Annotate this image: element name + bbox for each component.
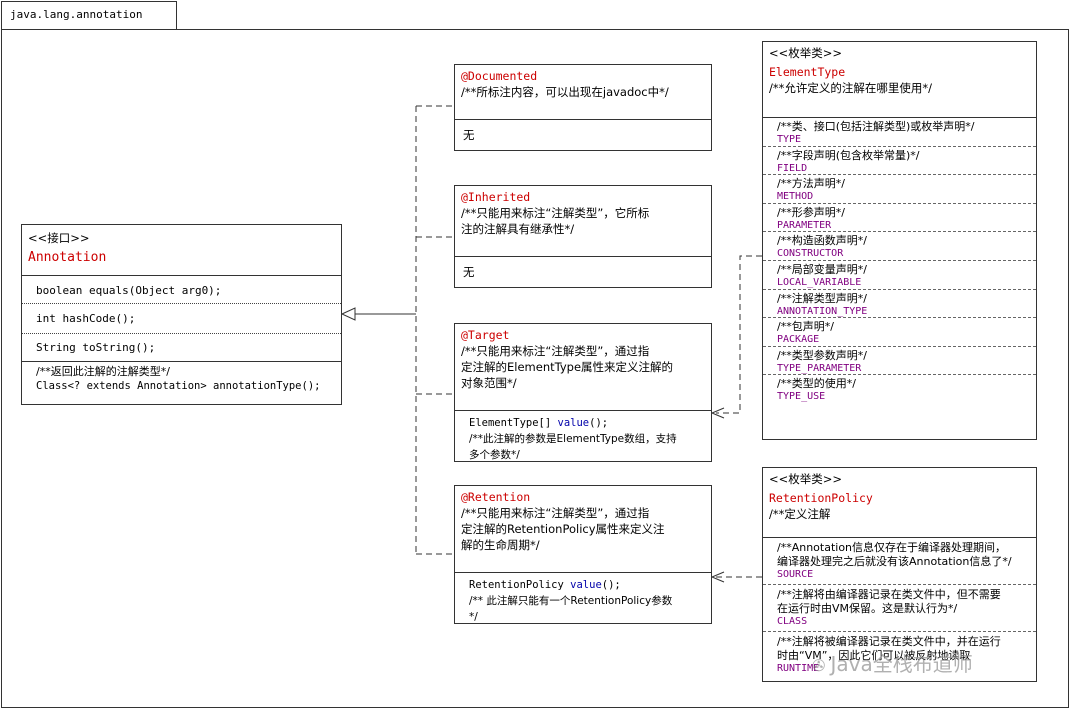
target-comment-line2: 定注解的ElementType属性来定义注解的 — [461, 360, 674, 374]
element-type-constant: /**类、接口(包括注解类型)或枚举声明*/TYPE — [763, 118, 1036, 147]
element-type-constant-comment: /**包声明*/ — [777, 320, 834, 334]
retention-policy-constant-name: SOURCE — [777, 569, 814, 580]
documented-body: 无 — [463, 128, 475, 142]
retention-policy-constant-comment-line2: 编译器处理完之后就没有该Annotation信息了*/ — [777, 555, 1012, 568]
element-type-constant-name: TYPE — [777, 134, 802, 145]
retention-name: @Retention — [461, 490, 531, 504]
documented-name: @Documented — [461, 69, 538, 83]
retention-policy-constant-comment-line2: 在运行时由VM保留。这是默认行为*/ — [777, 602, 958, 615]
retention-value-signature: RetentionPolicy value(); — [469, 579, 621, 591]
retention-policy-name: RetentionPolicy — [769, 491, 873, 505]
inherited-box: @Inherited /**只能用来标注“注解类型”，它所标 注的注解具有继承性… — [454, 185, 712, 288]
inherited-comment-line2: 注的注解具有继承性*/ — [461, 222, 575, 236]
annotation-interface-box: <<接口>> Annotation boolean equals(Object … — [21, 224, 342, 405]
method-equals: boolean equals(Object arg0); — [22, 276, 341, 304]
element-type-constant-comment: /**类型的使用*/ — [777, 377, 856, 391]
target-arrowhead — [710, 407, 725, 419]
retention-policy-constant-comment-line1: /**注解将被编译器记录在类文件中，并在运行 — [777, 635, 1001, 648]
retention-box: @Retention /**只能用来标注“注解类型”，通过指 定注解的Reten… — [454, 485, 712, 624]
package-name: java.lang.annotation — [10, 8, 143, 21]
method-hashcode: int hashCode(); — [22, 304, 341, 334]
retention-value-comment-line1: /** 此注解只能有一个RetentionPolicy参数 — [469, 595, 673, 607]
retention-comment-line1: /**只能用来标注“注解类型”，通过指 — [461, 506, 650, 520]
element-type-constant-comment: /**局部变量声明*/ — [777, 262, 867, 276]
target-comment-line3: 对象范围*/ — [461, 376, 517, 390]
documented-box: @Documented /**所标注内容，可以出现在javadoc中*/ 无 — [454, 64, 712, 151]
retention-policy-constant-name: CLASS — [777, 616, 808, 627]
element-type-comment: /**允许定义的注解在哪里使用*/ — [769, 81, 932, 95]
element-type-constant: /**包声明*/PACKAGE — [763, 318, 1036, 347]
element-type-constant-name: PACKAGE — [777, 334, 820, 346]
element-type-constants: /**类、接口(包括注解类型)或枚举声明*/TYPE/**字段声明(包含枚举常量… — [763, 118, 1036, 404]
element-type-constant-comment: /**注解类型声明*/ — [777, 291, 867, 305]
element-type-constant-name: ANNOTATION_TYPE — [777, 305, 868, 317]
element-type-constant-comment: /**类、接口(包括注解类型)或枚举声明*/ — [777, 120, 975, 133]
element-type-constant: /**注解类型声明*/ANNOTATION_TYPE — [763, 290, 1036, 319]
inherited-body: 无 — [463, 265, 475, 279]
retention-policy-constant-comment-line2: 时由“VM”，因此它们可以被反射地读取 — [777, 649, 971, 662]
element-type-stereotype: <<枚举类>> — [769, 46, 843, 60]
annotation-type-method: Class<? extends Annotation> annotationTy… — [36, 380, 321, 392]
element-type-constant-name: METHOD — [777, 191, 814, 203]
element-type-constant-comment: /**形参声明*/ — [777, 205, 845, 219]
element-type-constant-name: TYPE_USE — [777, 391, 826, 403]
element-type-constant-name: FIELD — [777, 162, 808, 174]
target-comment-line1: /**只能用来标注“注解类型”，通过指 — [461, 344, 650, 358]
element-type-constant-name: LOCAL_VARIABLE — [777, 276, 862, 288]
element-type-constant: /**局部变量声明*/LOCAL_VARIABLE — [763, 261, 1036, 290]
target-value-comment-line1: /**此注解的参数是ElementType数组，支持 — [469, 433, 677, 445]
retention-policy-enum-box: <<枚举类>> RetentionPolicy /**定义注解 /**Annot… — [762, 467, 1037, 682]
element-type-constant-name: PARAMETER — [777, 219, 832, 231]
retention-policy-stereotype: <<枚举类>> — [769, 472, 843, 486]
package-frame — [1, 29, 1069, 708]
annotation-type-comment: /**返回此注解的注解类型*/ — [36, 365, 170, 378]
retention-policy-constant-comment-line1: /**Annotation信息仅存在于编译器处理期间， — [777, 541, 1007, 554]
interface-stereotype: <<接口>> — [28, 231, 90, 245]
method-tostring: String toString(); — [22, 334, 341, 362]
retention-policy-constants: /**Annotation信息仅存在于编译器处理期间，编译器处理完之后就没有该A… — [763, 538, 1036, 678]
target-value-signature: ElementType[] value(); — [469, 417, 609, 429]
interface-name: Annotation — [28, 250, 107, 265]
element-type-constant: /**类型参数声明*/TYPE_PARAMETER — [763, 347, 1036, 376]
element-type-constant: /**类型的使用*/TYPE_USE — [763, 375, 1036, 404]
retention-policy-constant: /**Annotation信息仅存在于编译器处理期间，编译器处理完之后就没有该A… — [763, 538, 1036, 585]
retention-arrowhead — [710, 571, 725, 583]
retention-policy-constant-comment-line1: /**注解将由编译器记录在类文件中，但不需要 — [777, 588, 1001, 601]
documented-comment: /**所标注内容，可以出现在javadoc中*/ — [461, 85, 669, 99]
dependency-lines — [415, 105, 762, 578]
retention-value-comment-line2: */ — [469, 611, 478, 623]
element-type-constant: /**方法声明*/METHOD — [763, 175, 1036, 204]
retention-policy-constant: /**注解将由编译器记录在类文件中，但不需要在运行时由VM保留。这是默认行为*/… — [763, 585, 1036, 632]
element-type-constant: /**形参声明*/PARAMETER — [763, 204, 1036, 233]
retention-policy-constant: /**注解将被编译器记录在类文件中，并在运行时由“VM”，因此它们可以被反射地读… — [763, 632, 1036, 678]
retention-policy-comment: /**定义注解 — [769, 507, 831, 521]
inherited-name: @Inherited — [461, 190, 531, 204]
element-type-constant: /**构造函数声明*/CONSTRUCTOR — [763, 232, 1036, 261]
element-type-enum-box: <<枚举类>> ElementType /**允许定义的注解在哪里使用*/ /*… — [762, 41, 1037, 440]
element-type-constant: /**字段声明(包含枚举常量)*/FIELD — [763, 147, 1036, 176]
wechat-icon: ✇ — [812, 656, 831, 675]
target-box: @Target /**只能用来标注“注解类型”，通过指 定注解的ElementT… — [454, 323, 712, 462]
realization-arrowhead — [340, 307, 356, 321]
element-type-constant-name: TYPE_PARAMETER — [777, 362, 862, 374]
watermark: ✇ Java全栈布道师 — [812, 652, 973, 676]
target-name: @Target — [461, 328, 510, 342]
target-value-comment-line2: 多个参数*/ — [469, 449, 520, 461]
package-tab: java.lang.annotation — [1, 1, 177, 29]
inherited-comment-line1: /**只能用来标注“注解类型”，它所标 — [461, 206, 650, 220]
element-type-constant-comment: /**类型参数声明*/ — [777, 348, 867, 362]
retention-comment-line2: 定注解的RetentionPolicy属性来定义注 — [461, 522, 665, 536]
element-type-constant-comment: /**构造函数声明*/ — [777, 234, 867, 248]
retention-policy-constant-name: RUNTIME — [777, 663, 820, 674]
element-type-constant-comment: /**字段声明(包含枚举常量)*/ — [777, 148, 920, 162]
retention-comment-line3: 解的生命周期*/ — [461, 538, 540, 552]
element-type-constant-comment: /**方法声明*/ — [777, 177, 845, 191]
element-type-name: ElementType — [769, 65, 846, 79]
element-type-constant-name: CONSTRUCTOR — [777, 248, 844, 260]
